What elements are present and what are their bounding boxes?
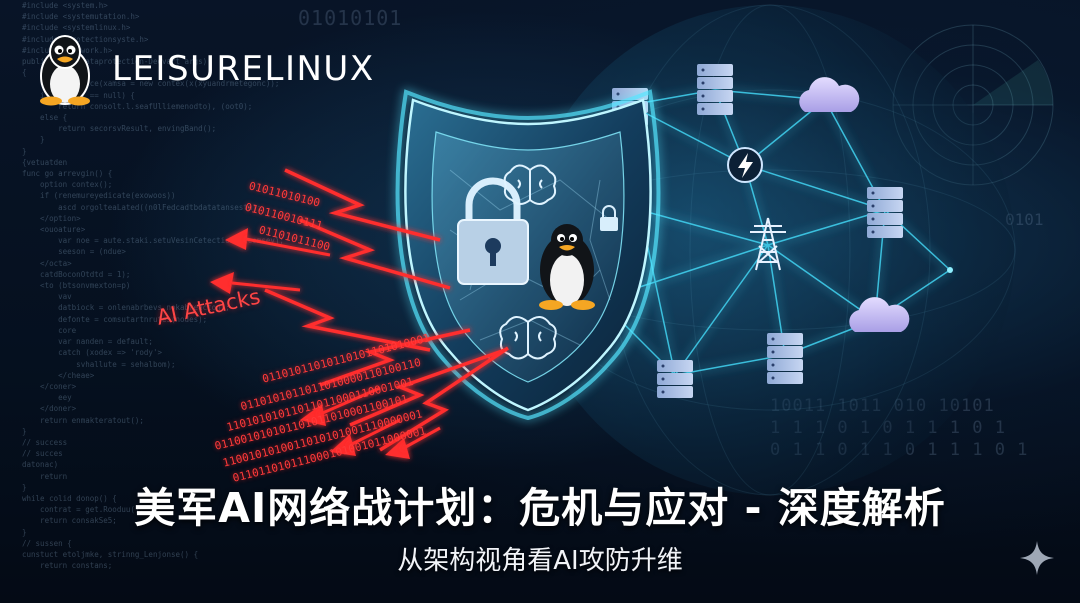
brain-icon — [499, 316, 557, 360]
code-line: datonac) — [22, 460, 59, 470]
code-line: } — [22, 482, 27, 492]
sparkle-icon — [1020, 541, 1054, 575]
page-title: 美军AI网络战计划：危机与应对 - 深度解析 — [134, 484, 946, 532]
faint-binary-top: 01010101 — [298, 6, 403, 30]
code-line: } — [22, 426, 27, 436]
code-line: #include <protectionsyste.h> — [22, 34, 149, 44]
padlock-icon — [457, 177, 529, 285]
code-line: <to (btsonvmexton=p) — [22, 281, 131, 291]
code-line: { — [22, 68, 27, 78]
shield-glow — [395, 89, 661, 421]
attack-arrow-shafts — [231, 237, 441, 451]
code-line: #include <network.h> — [22, 45, 113, 55]
code-background: #include <system.h> #include <systemutati… — [22, 0, 452, 603]
code-line: return enmakteratout(); — [22, 415, 144, 425]
code-line: if (renemureyedicate(exowoos)) — [22, 191, 176, 201]
code-line: var nanden = default; — [22, 337, 153, 347]
attack-arrowheads — [210, 228, 410, 459]
code-line: eey — [22, 393, 72, 403]
tux-penguin-icon — [539, 224, 595, 310]
code-line: return — [22, 471, 68, 481]
code-line: contrat = get.Rooduu(); — [22, 505, 144, 515]
code-line: public class(dataprotection-Dedvart args… — [22, 57, 208, 67]
code-line: #include <system.h> — [22, 1, 108, 10]
code-line: func go arrevgin() { — [22, 169, 113, 179]
code-line: // succes — [22, 449, 63, 459]
code-line: } — [22, 135, 45, 145]
code-line: } — [22, 527, 27, 537]
code-line: } — [22, 146, 27, 156]
code-line: <ouoature> — [22, 225, 86, 235]
page-subtitle: 从架构视角看AI攻防升维 — [397, 546, 683, 576]
code-line: svhallute = sehalbom); — [22, 359, 176, 369]
code-line: </octa> — [22, 258, 72, 268]
code-line: var noe = aute.staki.setuVesinCetectionB… — [22, 236, 284, 246]
code-line: // success — [22, 437, 68, 447]
code-line: #include <systemlinux.h> — [22, 23, 131, 33]
code-line: </doner> — [22, 404, 77, 414]
faint-binary-right: 0101 — [1005, 210, 1044, 229]
code-line: vav — [22, 292, 72, 302]
code-line: // sussen { — [22, 538, 72, 548]
server-icon — [697, 64, 733, 115]
code-line: seeson = (ndue> — [22, 247, 126, 257]
code-line: datbiock = onlenabrbevs.nokabreacton); — [22, 303, 230, 313]
code-line: return secorsvResult, envingBand(); — [22, 124, 217, 134]
code-line: return consolt.l.seafUlliemenodto), (oot… — [22, 101, 253, 111]
attack-bolts — [264, 168, 509, 452]
code-line: catdBoconOtdtd = 1); — [22, 269, 131, 279]
server-icon — [657, 360, 693, 398]
brain-icon — [503, 164, 557, 205]
server-icon — [867, 187, 903, 238]
power-tower-icon — [750, 217, 786, 271]
server-icon — [767, 333, 803, 384]
brand-logo: LEISURELINUX — [30, 32, 375, 106]
code-line: ascd orgolteaLated((n0lFedcadtbdatatanse… — [22, 202, 262, 212]
power-bolt-icon — [727, 147, 763, 183]
code-line: return constans; — [22, 561, 113, 571]
code-line: {vetuatden — [22, 157, 68, 167]
code-line: while colid donop() { — [22, 493, 117, 503]
code-line: </option> — [22, 213, 81, 223]
brand-name: LEISURELINUX — [112, 49, 375, 89]
code-line: </cheae> — [22, 370, 95, 380]
code-line: core — [22, 325, 77, 335]
cloud-icon — [849, 297, 910, 332]
cloud-icon — [799, 77, 860, 112]
code-line: defonte = comsutartnrutes(nodes); — [22, 314, 208, 324]
code-line: #include <systemutation.h> — [22, 12, 140, 22]
code-line: option contex(); — [22, 180, 113, 190]
code-line: catch (xodex => 'rody'> — [22, 348, 162, 358]
code-line: else { — [22, 113, 68, 123]
tux-penguin-icon — [40, 35, 90, 106]
code-line: </coner> — [22, 381, 77, 391]
code-line: cunstuct etoljmke, strinng_Lenjonse() { — [22, 549, 199, 559]
code-line: return consakSe5; — [22, 516, 117, 526]
small-lock-icon — [600, 205, 618, 231]
